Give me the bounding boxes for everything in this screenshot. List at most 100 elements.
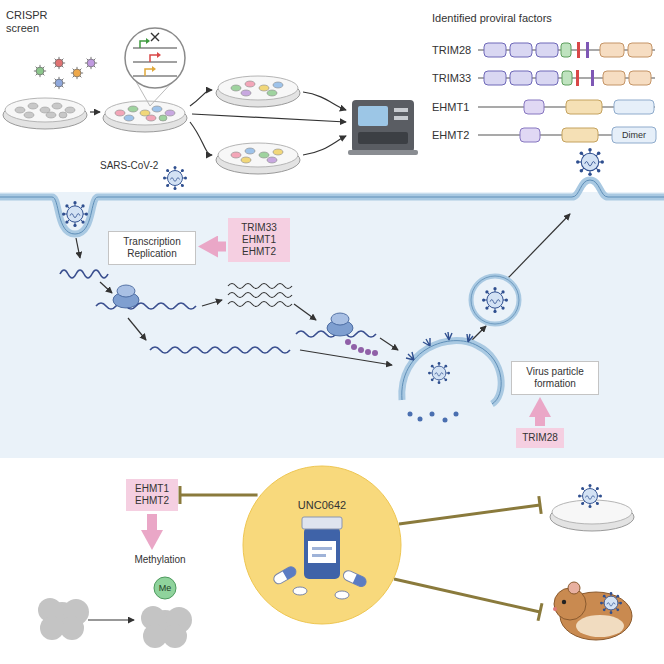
protein-blob [143,624,167,648]
viral-rna [96,303,196,309]
domain-bar [510,71,532,85]
entering-virus [62,201,88,227]
lentivirus-library [85,57,97,69]
node-text: Virus particle formation [518,366,592,390]
spike-protein [445,332,452,340]
capsule [272,565,298,586]
library-dish [115,110,125,116]
selected-dish [241,90,251,96]
domain-bar [520,128,540,142]
library-dish [152,106,162,112]
domain-bar [614,100,654,114]
magnifier [133,75,177,76]
culture-dish [578,484,602,508]
magnifier [125,28,185,106]
process-box: TRIM33 EHMT1 EHMT2 [228,218,290,262]
domain-bar [524,100,544,114]
cell-dish [15,107,25,113]
sequencer-icon [352,100,414,152]
protein-chain [358,347,364,353]
lentivirus-library [34,57,97,89]
domain-bar [478,100,655,114]
text-label: EHMT2 [432,129,469,142]
library-dish [115,106,175,121]
selected-dish [245,148,255,154]
assembling-virus [428,362,450,384]
selected-dish [259,152,269,158]
circle-outline [154,577,176,599]
circle-node: UNC0642 [242,465,402,625]
inhibition-connector [180,494,258,497]
replicated-rna [228,302,292,307]
ribosome [117,285,135,297]
sequencer-icon [394,108,408,112]
cell-dish [3,98,87,129]
selected-dish [216,76,300,107]
selected-dish [259,85,269,91]
flow-arrow [76,214,570,620]
replicated-rna [228,293,292,298]
node-text: Me [159,582,172,594]
protein-chain [365,349,371,355]
cell-dish [3,98,87,129]
process-box: Transcription Replication [108,231,196,265]
domain-bar [478,127,656,143]
replicated-rna [228,284,292,307]
lentivirus-library [71,67,83,79]
library-dish [103,101,187,132]
spike-protein [467,334,473,342]
selected-dish [231,81,283,96]
domain-bar [510,43,532,57]
text-label: Methylation [134,554,185,566]
selected-dish [216,76,300,107]
node-text: TRIM28 [522,432,558,444]
magnifier [133,61,177,62]
er-membrane [402,341,501,404]
hamster-figure [553,582,632,640]
flow-arrow [202,300,222,306]
pill-bottle [272,517,368,599]
library-dish [159,115,167,121]
protein-chain [351,344,357,350]
spike-protein [423,338,430,346]
text-label: TRIM28 [432,44,471,57]
pill-bottle [312,554,326,557]
selected-dish [245,81,255,87]
hamster-figure [600,592,622,614]
cell-dish [28,103,38,109]
selected-dish [241,157,251,163]
domain-bar [536,43,558,57]
domain-bar [484,43,506,57]
sars-cov-2-virus [163,166,187,190]
flow-arrow [88,619,134,620]
process-box: Virus particle formation [511,361,599,395]
arrow-connector [212,242,226,252]
cell-membrane [0,180,664,234]
node-text: EHMT1 EHMT2 [132,483,172,507]
connector-group [180,247,540,496]
capsule [272,565,298,586]
text-label: SARS-CoV-2 [100,160,158,172]
flow-arrow [192,114,346,122]
domain-bar [536,71,558,85]
domain-bar [600,43,624,57]
domain-bar [612,127,656,143]
flow-arrow [380,338,398,350]
flow-arrow [190,122,212,155]
spike-protein [406,332,473,360]
domain-bar [603,71,625,85]
sequencer-icon [348,100,418,155]
protein-chain [345,339,378,356]
methylation-arrow [147,514,157,536]
lentivirus-library [34,65,46,77]
ribosome [113,285,353,336]
flow-arrow [470,326,486,342]
vesicle [471,276,519,324]
lentivirus-library [53,57,65,69]
cell-dish [52,103,62,109]
magnifier [150,55,158,62]
nucleocapsid-dots [408,412,459,423]
domain-bar [576,70,579,86]
